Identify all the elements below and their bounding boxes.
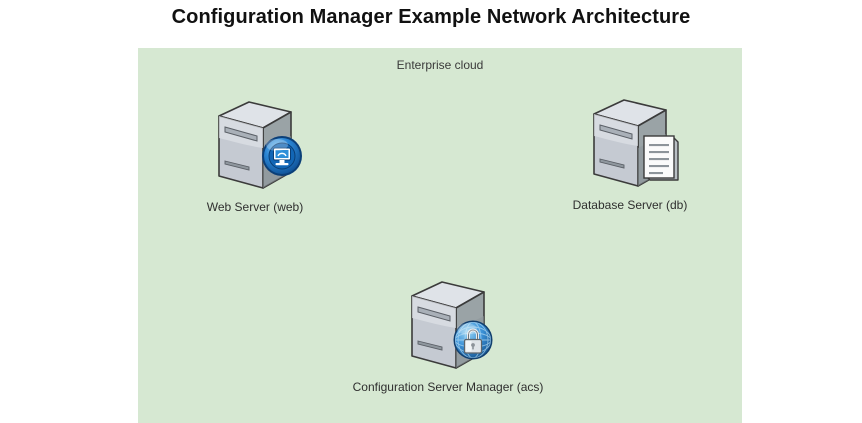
server-tower-icon	[411, 281, 485, 369]
database-server-icon-group	[580, 96, 680, 196]
node-configuration-server-manager-label: Configuration Server Manager (acs)	[352, 380, 544, 394]
enterprise-cloud-label: Enterprise cloud	[396, 58, 484, 72]
node-database-server[interactable]: Database Server (db)	[530, 96, 730, 212]
configuration-server-icon-group	[398, 278, 498, 378]
web-server-icon-group	[205, 98, 305, 198]
node-configuration-server-manager[interactable]: Configuration Server Manager (acs)	[328, 278, 568, 394]
server-tower-icon	[218, 101, 292, 189]
node-web-server-label: Web Server (web)	[206, 200, 304, 214]
page-title: Configuration Manager Example Network Ar…	[171, 6, 691, 28]
node-database-server-label: Database Server (db)	[572, 198, 688, 212]
node-web-server[interactable]: Web Server (web)	[155, 98, 355, 214]
server-tower-icon	[593, 99, 667, 187]
enterprise-cloud-panel: Enterprise cloud	[138, 48, 742, 423]
